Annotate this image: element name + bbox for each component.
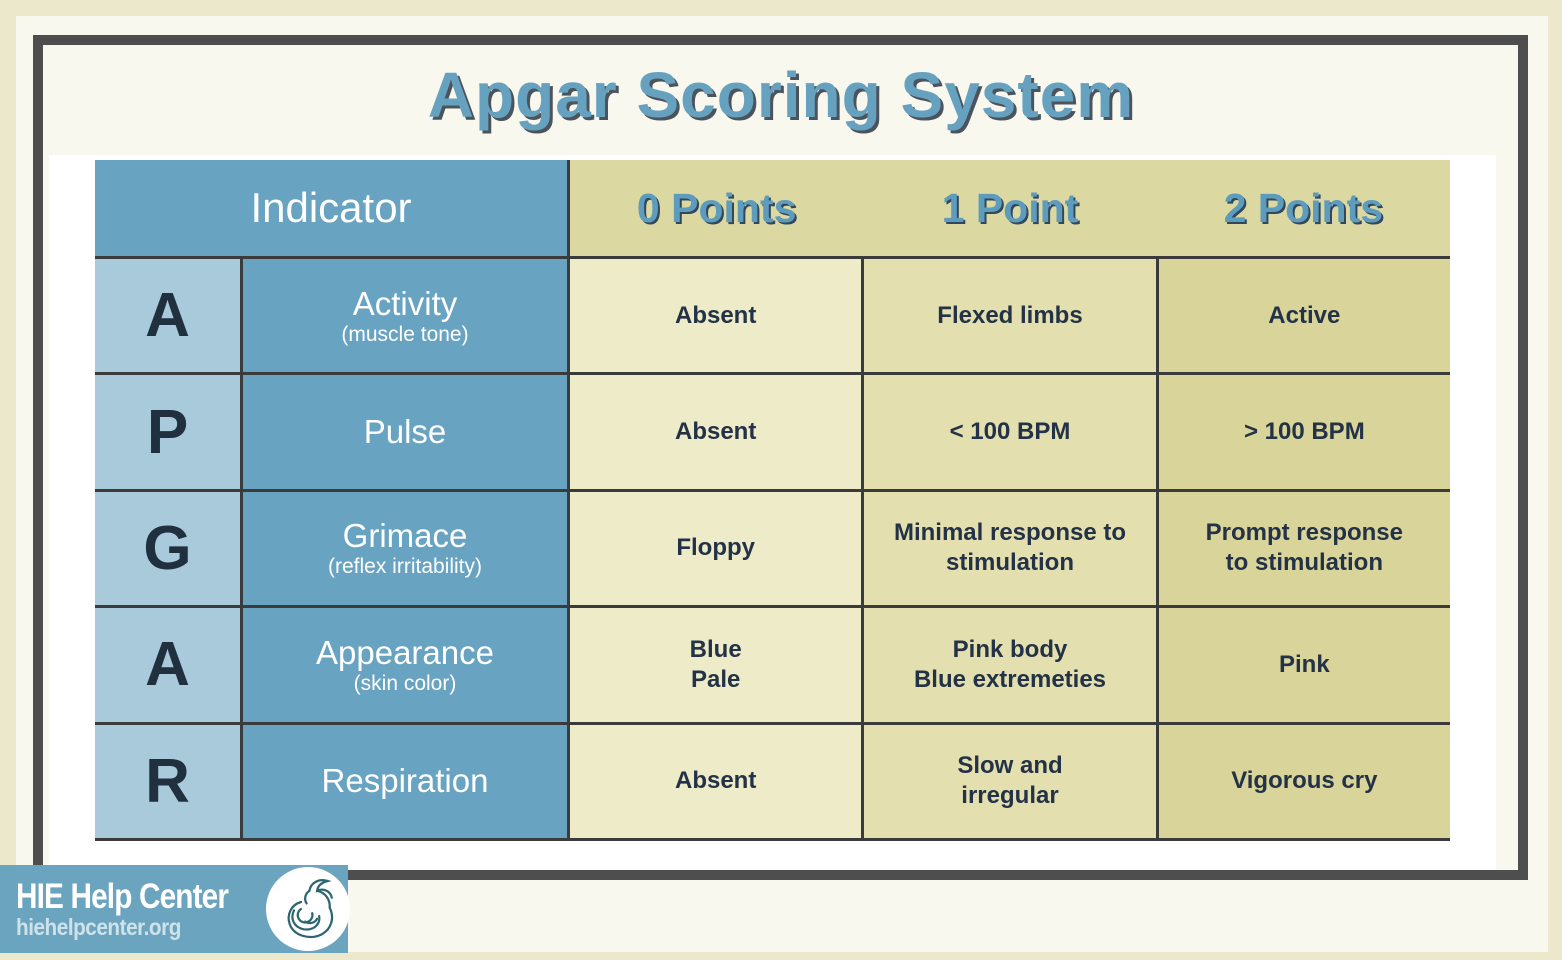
brand-logo [265,867,350,951]
indicator-sublabel: (skin color) [353,671,457,695]
indicator-label: Appearance [316,633,494,671]
value-cell: Pink [1158,608,1450,722]
row-indicator: Pulse [243,375,567,489]
page-title: Apgar Scoring System [427,59,1135,131]
value-cell: Pink body Blue extremeties [864,608,1156,722]
row-indicator: Appearance (skin color) [243,608,567,722]
value-cell: Prompt response to stimulation [1158,491,1450,606]
header-0-points: 0 Points [636,184,797,231]
value-cell: Vigorous cry [1158,724,1450,838]
header-1-point: 1 Point [941,184,1079,231]
value-cell: Absent [570,724,862,838]
header-indicator: Indicator [95,160,567,256]
value-cell: Slow and irregular [864,724,1156,838]
frame-border [33,35,1528,880]
row-letter: A [95,259,240,373]
header-points-band: 0 Points 1 Point 2 Points [570,160,1450,256]
value-cell: Flexed limbs [864,259,1156,373]
row-letter: P [95,375,240,489]
row-indicator: Respiration [243,724,567,838]
value-cell: < 100 BPM [864,375,1156,489]
value-cell: Floppy [570,491,862,606]
value-cell: Absent [570,259,862,373]
brand-banner: HIE Help Center hiehelpcenter.org [0,865,350,953]
value-cell: Minimal response to stimulation [864,491,1156,606]
indicator-sublabel: (reflex irritability) [327,555,482,579]
indicator-label: Grimace [342,517,468,555]
value-cell: Blue Pale [570,608,862,722]
row-letter: A [95,608,240,722]
value-cell: Active [1158,259,1450,373]
mother-and-baby-icon [287,879,333,939]
indicator-label: Respiration [321,762,489,800]
apgar-table: Indicator 0 Points 1 Point 2 Points A Ac… [95,160,1450,841]
indicator-label: Pulse [363,413,447,451]
brand-name: HIE Help Center [16,876,229,916]
indicator-sublabel: (muscle tone) [341,322,469,346]
brand-text: HIE Help Center hiehelpcenter.org [16,876,266,941]
value-cell: Absent [570,375,862,489]
value-cell: > 100 BPM [1158,375,1450,489]
row-indicator: Activity (muscle tone) [243,259,567,373]
row-letter: G [95,491,240,606]
row-letter: R [95,724,240,838]
row-indicator: Grimace (reflex irritability) [243,491,567,606]
header-2-points: 2 Points [1223,184,1384,231]
indicator-label: Activity [352,284,458,322]
brand-url: hiehelpcenter.org [16,914,181,941]
